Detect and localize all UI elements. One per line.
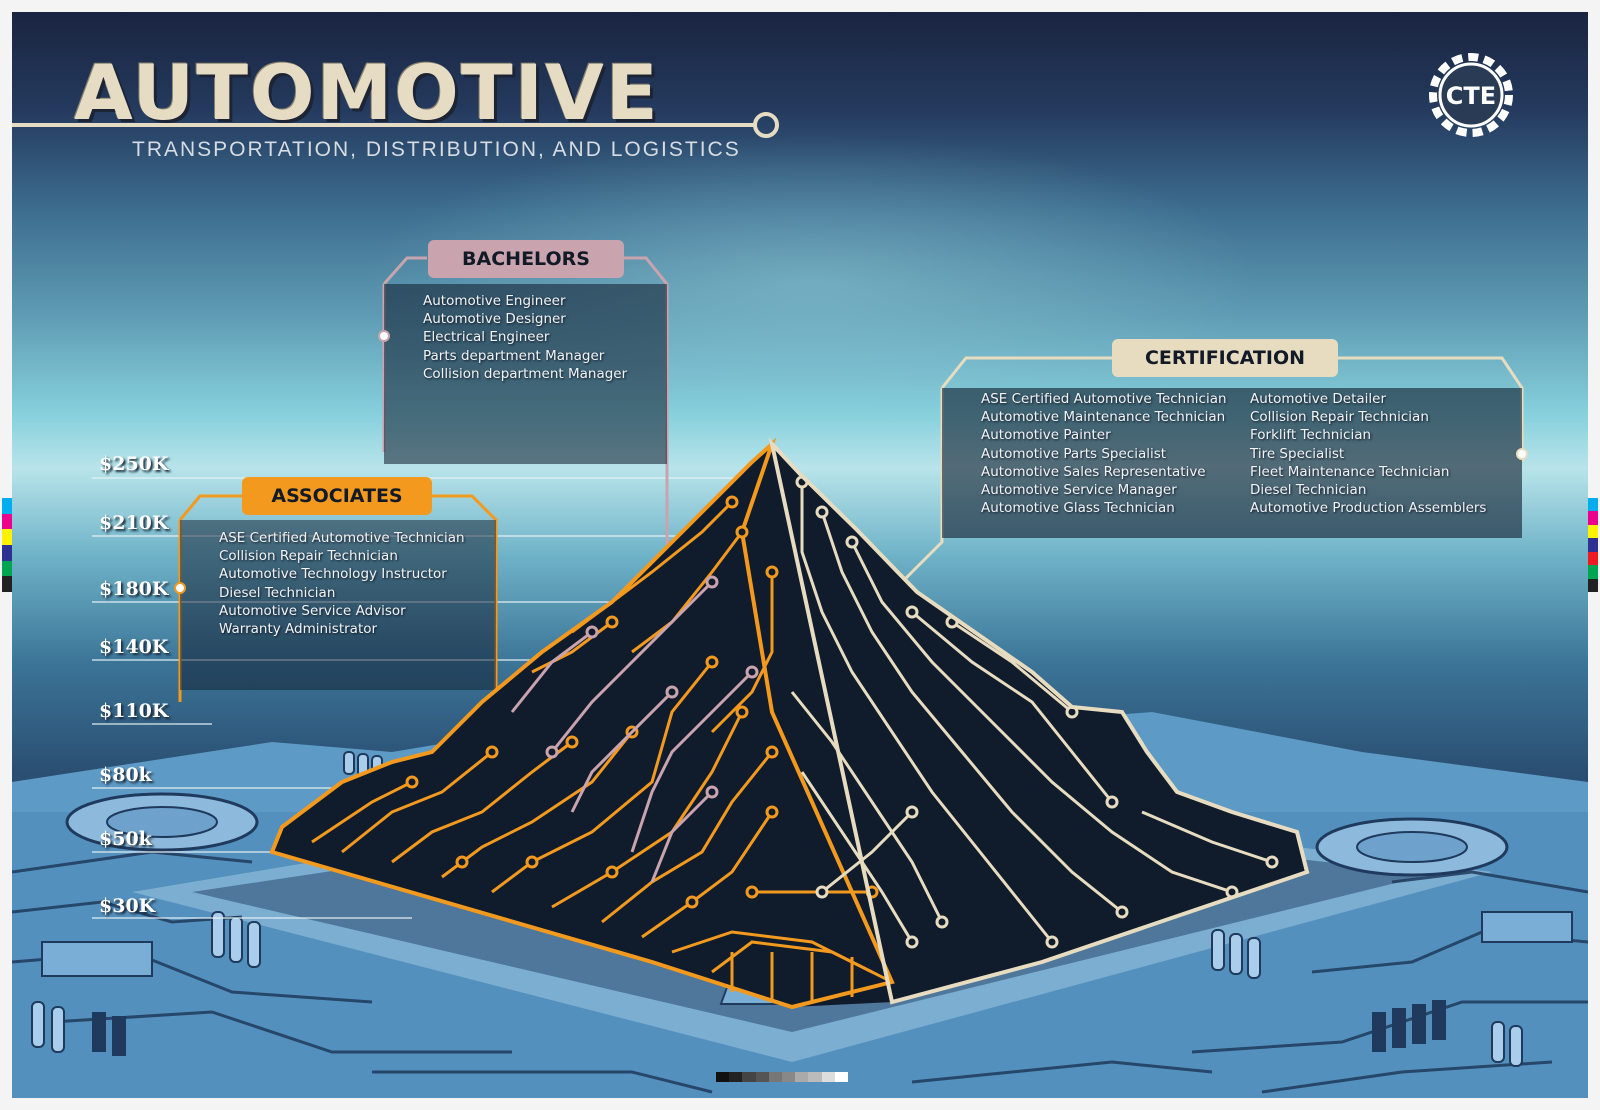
gear-icon <box>1429 53 1513 137</box>
list-item: Collision Repair Technician <box>1250 409 1429 426</box>
list-item: Forklift Technician <box>1250 427 1372 444</box>
list-item: Automotive Detailer <box>1250 391 1387 407</box>
salary-label: $30K <box>99 895 156 917</box>
pink-pads <box>545 575 759 799</box>
salary-label: $210K <box>99 512 169 534</box>
associates-tag: ASSOCIATES <box>242 477 432 515</box>
list-item: Automotive Service Manager <box>981 482 1177 499</box>
certification-list-right: Automotive Detailer Collision Repair Tec… <box>1250 390 1486 517</box>
associates-panel-frame <box>174 494 498 757</box>
page-title: AUTOMOTIVE <box>74 48 660 137</box>
color-registration-strip <box>1588 498 1598 592</box>
list-item: Diesel Technician <box>219 584 336 601</box>
cream-traces <box>790 482 1273 943</box>
list-item: ASE Certified Automotive Technician <box>219 530 465 546</box>
salary-label: $110K <box>99 700 169 722</box>
list-item: Collision Repair Technician <box>219 548 398 565</box>
poster: CTE AUTOMOTIVE TRANSPORTATION, DISTRIBUT… <box>12 12 1588 1098</box>
pink-traces <box>510 580 754 883</box>
title-underline <box>12 112 779 138</box>
list-item: ASE Certified Automotive Technician <box>981 391 1227 407</box>
color-registration-strip <box>2 498 12 593</box>
list-item: Automotive Designer <box>423 311 566 328</box>
list-item: Automotive Parts Specialist <box>981 445 1167 462</box>
bachelors-list: Automotive Engineer Automotive Designer … <box>423 292 627 383</box>
list-item: Automotive Engineer <box>423 293 566 309</box>
associates-list: ASE Certified Automotive Technician Coll… <box>219 529 465 638</box>
certification-panel-frame <box>890 356 1528 594</box>
list-item: Automotive Production Assemblers <box>1250 500 1487 517</box>
list-item: Automotive Sales Representative <box>981 463 1206 480</box>
circuit-pyramid <box>269 437 1310 1010</box>
grayscale-calibration-strip <box>716 1072 849 1082</box>
salary-label: $140K <box>99 636 169 658</box>
list-item: Fleet Maintenance Technician <box>1250 463 1450 480</box>
salary-label: $80k <box>99 764 152 786</box>
salary-label: $50k <box>99 828 152 850</box>
list-item: Collision department Manager <box>423 365 628 382</box>
list-item: Electrical Engineer <box>423 329 550 346</box>
list-item: Parts department Manager <box>423 347 605 364</box>
page-subtitle: TRANSPORTATION, DISTRIBUTION, AND LOGIST… <box>132 138 741 161</box>
list-item: Automotive Technology Instructor <box>219 566 447 583</box>
orange-traces <box>311 500 893 1002</box>
circuit-artwork <box>12 53 1588 1098</box>
list-item: Automotive Service Advisor <box>219 602 406 619</box>
bachelors-tag: BACHELORS <box>428 240 624 278</box>
logo-text: CTE <box>1445 82 1497 110</box>
salary-label: $250K <box>99 453 169 475</box>
certification-list-left: ASE Certified Automotive Technician Auto… <box>981 390 1227 517</box>
list-item: Warranty Administrator <box>219 621 378 638</box>
certification-tag: CERTIFICATION <box>1112 339 1338 377</box>
list-item: Tire Specialist <box>1250 445 1345 462</box>
salary-label: $180K <box>99 578 169 600</box>
list-item: Automotive Maintenance Technician <box>981 409 1226 426</box>
list-item: Diesel Technician <box>1250 482 1367 499</box>
list-item: Automotive Glass Technician <box>981 500 1175 517</box>
bachelors-panel-frame <box>378 256 669 892</box>
list-item: Automotive Painter <box>981 427 1111 444</box>
cream-pads <box>795 475 1279 949</box>
